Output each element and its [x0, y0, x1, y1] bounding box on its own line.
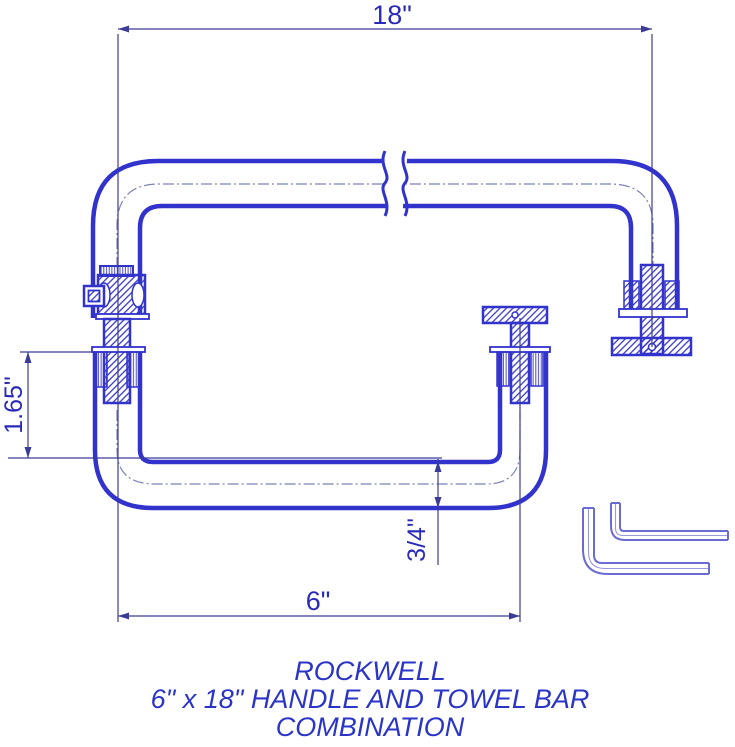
towel-post-washer-left	[623, 280, 640, 310]
title-product: 6" x 18" HANDLE AND TOWEL BAR	[151, 684, 590, 714]
dim-18-arrow-left	[118, 25, 129, 33]
dimension-6	[118, 318, 521, 622]
break-squiggle-right	[401, 150, 409, 217]
allen-key-large-outer	[582, 508, 709, 575]
allen-keys	[582, 502, 729, 575]
left-mount-stud	[102, 317, 132, 405]
handle-inner-contour	[137, 352, 503, 465]
dimension-1-65	[8, 351, 442, 459]
left-mount-thread-right	[126, 351, 141, 388]
allen-key-large-icon	[582, 507, 710, 575]
dimension-lines	[8, 25, 653, 622]
allen-key-small-midline	[614, 503, 728, 537]
title-brand: ROCKWELL	[294, 656, 446, 686]
towel-bar-centerline	[116, 183, 654, 268]
break-squiggle-left	[381, 150, 389, 217]
dim-34-arrow-top	[434, 461, 442, 472]
dim-label-6: 6"	[306, 586, 331, 616]
handle-centerline	[116, 410, 521, 485]
dimension-3-4	[434, 459, 442, 565]
left-mount-side-nut-socket	[87, 289, 101, 303]
centerlines	[116, 183, 654, 485]
dim-label-3-4: 3/4"	[403, 518, 431, 562]
dim-165-arrow-bottom	[24, 447, 32, 458]
towel-post-washer-right	[664, 280, 680, 310]
allen-key-small-inner	[619, 503, 728, 532]
title-combination: COMBINATION	[276, 712, 465, 742]
dim-165-arrow-top	[24, 352, 32, 363]
dim-label-1-65: 1.65"	[0, 376, 28, 434]
dim-34-arrow-bottom	[434, 497, 442, 508]
allen-key-small-outer	[610, 503, 728, 541]
allen-key-large-midline	[587, 508, 709, 570]
right-handle-post	[481, 305, 551, 405]
handle-post-thread-right	[530, 351, 544, 387]
dim-6-arrow-right	[509, 612, 520, 620]
dim-18-arrow-right	[641, 25, 652, 33]
towel-post-flange	[618, 308, 688, 318]
allen-key-small-icon	[610, 502, 729, 541]
dimension-labels: 18" 1.65" 3/4" 6"	[0, 0, 431, 616]
left-mount-assembly	[82, 265, 150, 405]
dim-label-18: 18"	[372, 0, 412, 30]
handle-post-cap-hole	[511, 311, 519, 319]
handle-tube	[92, 350, 549, 511]
title-block: ROCKWELL 6" x 18" HANDLE AND TOWEL BAR C…	[151, 656, 590, 742]
dim-6-arrow-left	[118, 612, 129, 620]
left-mount-thread-left	[94, 351, 108, 388]
handle-post-thread-left	[496, 351, 510, 387]
handle-outer-contour	[92, 350, 549, 511]
break-symbol	[381, 150, 409, 217]
left-mount-cutout-right	[131, 282, 145, 308]
dimension-18	[117, 25, 653, 622]
break-gap	[382, 151, 408, 216]
allen-key-large-inner	[593, 508, 709, 564]
